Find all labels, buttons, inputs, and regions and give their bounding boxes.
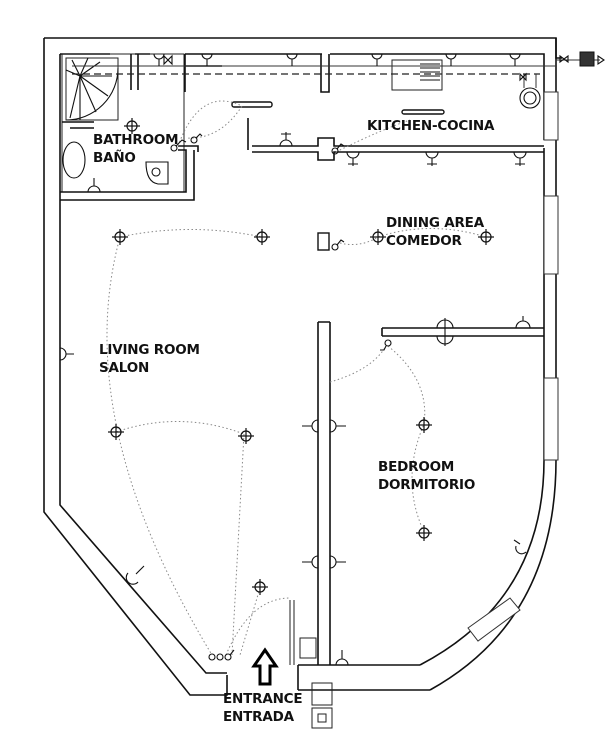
ceiling-lights <box>108 118 494 595</box>
wall-socket-icon <box>125 565 145 585</box>
up-arrow-icon <box>251 647 279 686</box>
room-label-kitchen: KITCHEN-COCINA <box>367 117 494 135</box>
living-name-es: SALON <box>99 360 150 376</box>
electrical-panel <box>299 637 317 659</box>
entrance-name-en: ENTRANCE <box>223 691 303 707</box>
ceiling-light-icon <box>108 424 124 440</box>
ceiling-light-icon <box>112 229 128 245</box>
light-switch-icon <box>170 139 187 152</box>
light-switch-icon <box>331 143 345 155</box>
room-label-living: LIVING ROOM SALON <box>99 341 200 377</box>
dining-name-en: DINING AREA <box>386 215 484 231</box>
meter-icon <box>311 707 333 729</box>
sink-icon <box>62 141 86 179</box>
room-label-dining: DINING AREA COMEDOR <box>386 214 484 250</box>
living-name-en: LIVING ROOM <box>99 342 200 358</box>
wall-socket-icon <box>87 178 101 193</box>
bedroom-name-es: DORMITORIO <box>378 477 476 493</box>
wall-socket-icon <box>59 347 74 361</box>
wall-socket-icon <box>153 53 165 66</box>
wall-socket-icon <box>302 555 346 569</box>
window-kitchen <box>543 91 559 141</box>
ceiling-light-icon <box>238 428 254 444</box>
bedroom-name-en: BEDROOM <box>378 459 455 475</box>
ceiling-light-icon <box>370 229 386 245</box>
wall-socket-icon <box>509 53 521 66</box>
wall-socket-icon <box>346 151 360 166</box>
wall-socket-icon <box>371 53 383 66</box>
bathroom-walls <box>60 53 199 201</box>
ceiling-light-icon <box>478 229 494 245</box>
dining-name-es: COMEDOR <box>386 233 462 249</box>
room-label-bathroom: BATHROOM BAÑO <box>93 131 179 167</box>
windows <box>467 91 559 642</box>
window-bedroom <box>543 377 559 461</box>
ceiling-light-icon <box>124 118 140 134</box>
light-switch-icon <box>380 339 392 351</box>
wall-socket-icon <box>302 419 346 433</box>
wall-socket-icon <box>335 650 349 666</box>
ceiling-light-icon <box>252 579 268 595</box>
bathroom-name-es: BAÑO <box>93 150 136 166</box>
room-label-bedroom: BEDROOM DORMITORIO <box>378 458 475 494</box>
entrance-name-es: ENTRADA <box>223 709 294 725</box>
ceiling-light-icon <box>416 417 432 433</box>
ceiling-light-icon <box>254 229 270 245</box>
wall-socket-icon <box>436 318 454 346</box>
light-switch-icon <box>190 133 203 144</box>
wall-socket-icon <box>201 53 213 66</box>
wall-socket-icon <box>425 151 439 166</box>
entrance-label: ENTRANCE ENTRADA <box>223 690 303 726</box>
wall-socket-icon <box>515 316 531 329</box>
wall-socket-icon <box>279 132 293 147</box>
kitchen-name: KITCHEN-COCINA <box>367 118 495 134</box>
wall-socket-icon <box>445 53 457 66</box>
valve-icon <box>163 51 605 82</box>
water-pipes <box>72 51 605 88</box>
bathroom-name-en: BATHROOM <box>93 132 179 148</box>
toilet-icon <box>145 161 169 185</box>
kitchen-walls <box>130 54 544 161</box>
interior-walls <box>289 232 544 729</box>
kitchen-sink <box>391 59 443 91</box>
light-switch-icon <box>208 649 235 661</box>
window-bedroom-curved <box>467 597 521 642</box>
wall-socket-icon <box>513 151 527 166</box>
light-switch-icon <box>331 239 345 251</box>
ceiling-light-icon <box>416 525 432 541</box>
switches <box>170 133 392 661</box>
wall-sockets <box>59 53 531 666</box>
window-dining <box>543 195 559 275</box>
wall-socket-icon <box>286 53 298 66</box>
boiler-icon <box>519 87 541 109</box>
wall-socket-icon <box>513 539 527 555</box>
meter-box <box>311 682 333 706</box>
